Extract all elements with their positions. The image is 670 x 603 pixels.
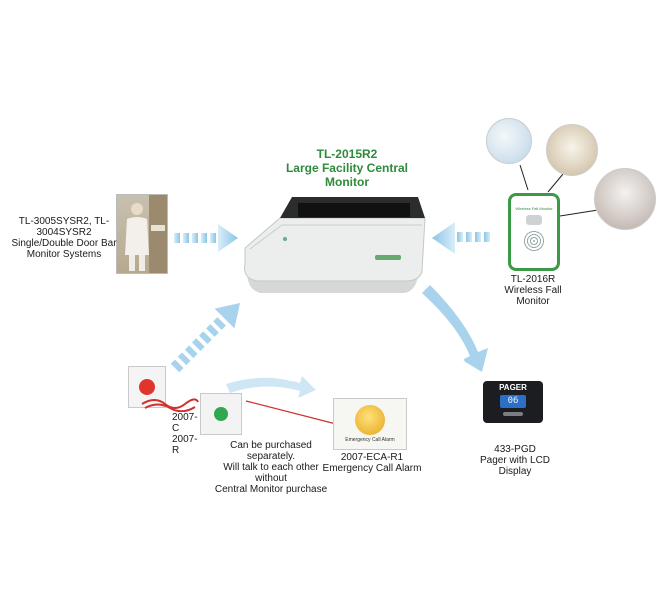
door-bar-line-3: Single/Double Door Bar [11,238,117,249]
pager-button [503,412,523,416]
central-desc-1: Large Facility Central [285,161,409,175]
fall-monitor-label: TL-2016R Wireless Fall Monitor [488,274,578,307]
pager-line-2: Pager with LCD [479,455,551,466]
emergency-call-alarm-device: Emergency Call Alarm [333,398,407,450]
fall-monitor-button [526,215,542,225]
fall-monitor-line-2: Wireless Fall [504,285,562,296]
alarm-light-icon [355,405,385,435]
door-bar-label: TL-3005SYSR2, TL- 3004SYSR2 Single/Doubl… [10,216,118,260]
pager-device: PAGER 06 [483,381,543,423]
alarm-label: 2007-ECA-R1 Emergency Call Alarm [322,452,422,474]
central-monitor-device [240,193,430,303]
note-line-1: Can be purchased separately. [230,440,312,462]
fall-monitor-device-text: Wireless Fall Monitor [515,206,553,211]
central-model: TL-2015R2 [316,147,378,161]
pager-line-1: 433-PGD [494,444,536,455]
alarm-line-1: 2007-ECA-R1 [340,452,404,463]
sensor-photo-3 [594,168,656,230]
fall-monitor-line-1: TL-2016R [510,274,556,285]
door-bar-line-2: 3004SYSR2 [36,227,92,238]
red-cord [141,398,199,412]
arrow-receiver-to-pager [422,285,488,372]
call-button-line-1: 2007-C [172,412,198,434]
separate-purchase-note: Can be purchased separately. Will talk t… [206,440,336,495]
fall-monitor-device: Wireless Fall Monitor [508,193,560,271]
note-line-2: Will talk to each other without [223,462,319,484]
fall-monitor-line-3: Monitor [516,296,550,307]
central-monitor-title: TL-2015R2 Large Facility Central Monitor [262,147,432,189]
call-button-label: 2007-C 2007-R [172,412,204,456]
note-line-3: Central Monitor purchase [214,484,328,495]
pager-screen: 06 [500,395,526,408]
door-bar-line-4: Monitor Systems [26,249,102,260]
arrow-up-to-central [170,302,241,373]
call-button-line-2: 2007-R [172,434,198,456]
door-bar-line-1: TL-3005SYSR2, TL- [18,216,110,227]
pager-line-3: Display [498,466,532,477]
green-call-button-device [200,393,242,435]
pager-title: PAGER [499,383,527,392]
central-desc-2: Monitor [325,175,369,189]
alarm-line-2: Emergency Call Alarm [322,463,422,474]
alarm-device-text: Emergency Call Alarm [345,437,395,443]
door-bar-photo [116,194,168,274]
arrow-right-to-central [432,222,490,254]
red-button-icon [139,379,155,395]
fall-monitor-speaker [523,230,545,252]
sensor-photo-2 [546,124,598,176]
arrow-left-to-central [174,224,238,252]
pager-label: 433-PGD Pager with LCD Display [475,444,555,477]
arrow-receiver-small [226,376,316,398]
sensor-photo-1 [486,118,532,164]
red-link-line [245,400,341,426]
green-button-icon [214,407,228,421]
